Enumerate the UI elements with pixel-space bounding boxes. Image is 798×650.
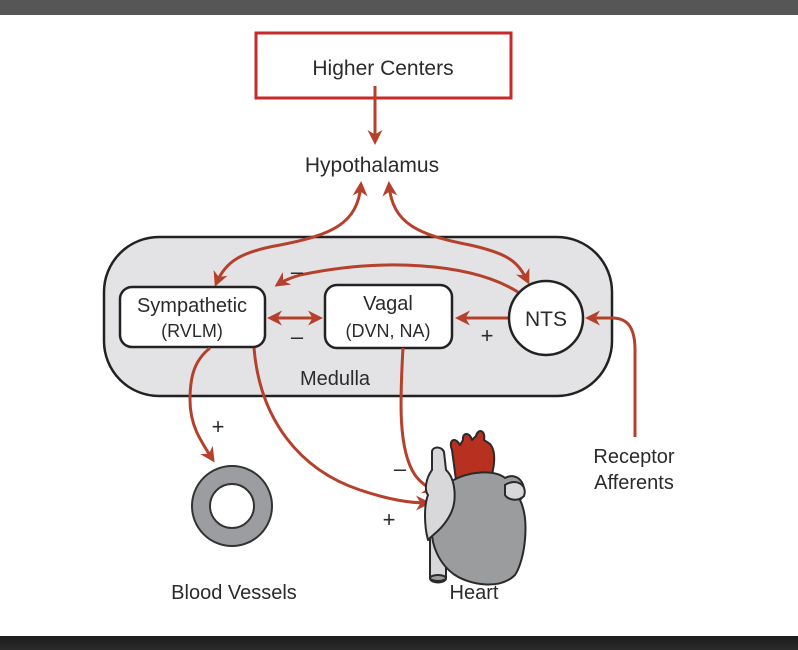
sign-nts-to-vagal: + <box>481 323 494 348</box>
top-bar <box>0 0 798 15</box>
medulla-label: Medulla <box>300 368 371 390</box>
sympathetic-label: Sympathetic <box>137 295 247 317</box>
sign-vagal-to-heart: – <box>394 456 407 481</box>
hypothalamus-label: Hypothalamus <box>305 154 439 177</box>
sign-sympathetic-to-heart: + <box>383 507 396 532</box>
receptor-label: Receptor <box>593 446 674 468</box>
sign-sympathetic-to-vessels: + <box>212 414 225 439</box>
nts-label: NTS <box>525 308 567 331</box>
vagal-node: Vagal (DVN, NA) <box>323 283 454 350</box>
blood-vessels-label: Blood Vessels <box>171 582 297 604</box>
sign-nts-to-sympathetic: – <box>291 259 304 284</box>
sympathetic-node: Sympathetic (RVLM) <box>118 285 267 349</box>
blood-vessel-icon <box>191 465 273 547</box>
higher-centers-box: Higher Centers <box>254 31 513 100</box>
vagal-sublabel: (DVN, NA) <box>346 321 431 341</box>
arrow-afferents-to-nts <box>585 310 637 437</box>
arrow-hypothalamus-nts <box>382 181 530 285</box>
nts-node: NTS <box>507 279 585 357</box>
higher-centers-label: Higher Centers <box>312 57 453 80</box>
arrow-hypothalamus-sympathetic <box>213 181 368 287</box>
heart-label: Heart <box>450 582 499 604</box>
arrow-sympathetic-to-heart <box>252 347 431 511</box>
sign-sympathetic-vagal: – <box>291 324 304 349</box>
bottom-bar <box>0 636 798 650</box>
heart-icon <box>424 430 527 586</box>
arrow-nts-to-sympathetic <box>274 263 519 294</box>
arrow-sympathetic-to-vessels <box>188 346 215 463</box>
afferents-label: Afferents <box>594 472 674 494</box>
sympathetic-sublabel: (RVLM) <box>161 321 223 341</box>
vagal-label: Vagal <box>363 293 413 315</box>
